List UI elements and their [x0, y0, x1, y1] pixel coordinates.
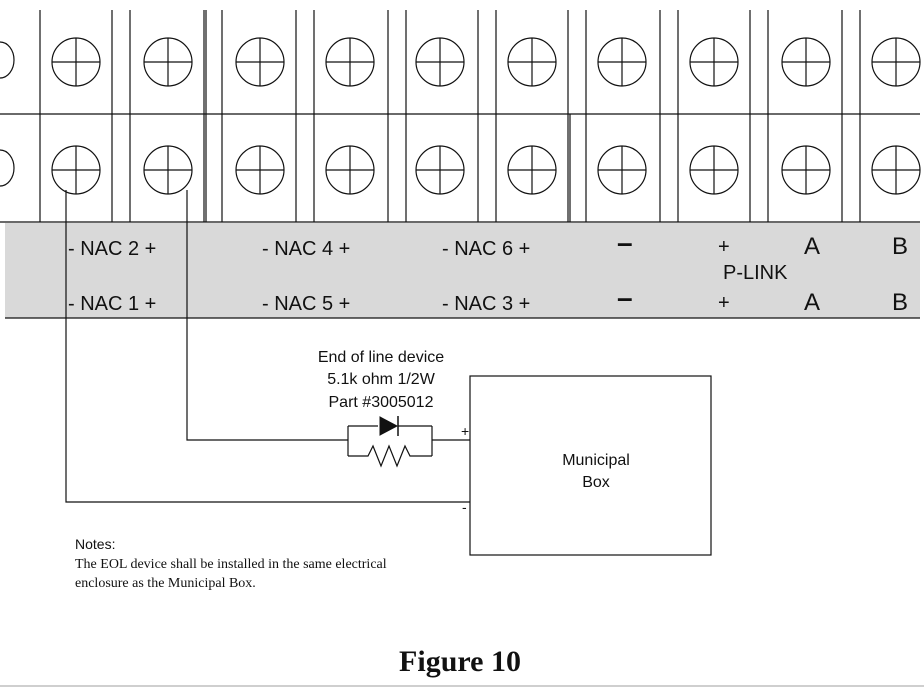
label-nac1: - NAC 1 +	[68, 293, 156, 315]
wire-positive	[186, 190, 348, 441]
notes-line1: The EOL device shall be installed in the…	[75, 557, 387, 572]
diode-symbol	[379, 416, 399, 436]
label-nac2: - NAC 2 +	[68, 238, 156, 260]
municipal-box-line1: Municipal	[562, 452, 630, 469]
municipal-box	[469, 375, 712, 556]
label-plink-minus-top: –	[617, 227, 633, 258]
terminal-label-band	[5, 223, 920, 318]
label-plink-plus-top: +	[718, 236, 730, 258]
label-nac4: - NAC 4 +	[262, 238, 350, 260]
eol-line3: Part #3005012	[329, 394, 434, 411]
label-plink-a-top: A	[804, 233, 820, 260]
label-plink-minus-bottom: –	[617, 282, 633, 313]
label-plink-b-bottom: B	[892, 289, 908, 316]
notes-line2: enclosure as the Municipal Box.	[75, 576, 256, 591]
wiring	[65, 190, 470, 503]
eol-line2: 5.1k ohm 1/2W	[327, 371, 436, 388]
figure-caption: Figure 10	[399, 645, 521, 678]
municipal-box-minus: -	[462, 499, 467, 515]
terminal-block	[0, 10, 920, 223]
notes-heading: Notes:	[75, 536, 115, 552]
eol-line1: End of line device	[318, 349, 444, 366]
label-plink: P-LINK	[723, 262, 788, 284]
screw-terminals	[51, 37, 921, 195]
label-plink-plus-bottom: +	[718, 292, 730, 314]
label-plink-a-bottom: A	[804, 289, 820, 316]
label-nac6: - NAC 6 +	[442, 238, 530, 260]
label-plink-b-top: B	[892, 233, 908, 260]
label-nac3: - NAC 3 +	[442, 293, 530, 315]
municipal-box-line2: Box	[582, 474, 610, 491]
municipal-box-plus: +	[461, 423, 469, 439]
wire-negative	[65, 190, 470, 503]
label-nac5: - NAC 5 +	[262, 293, 350, 315]
